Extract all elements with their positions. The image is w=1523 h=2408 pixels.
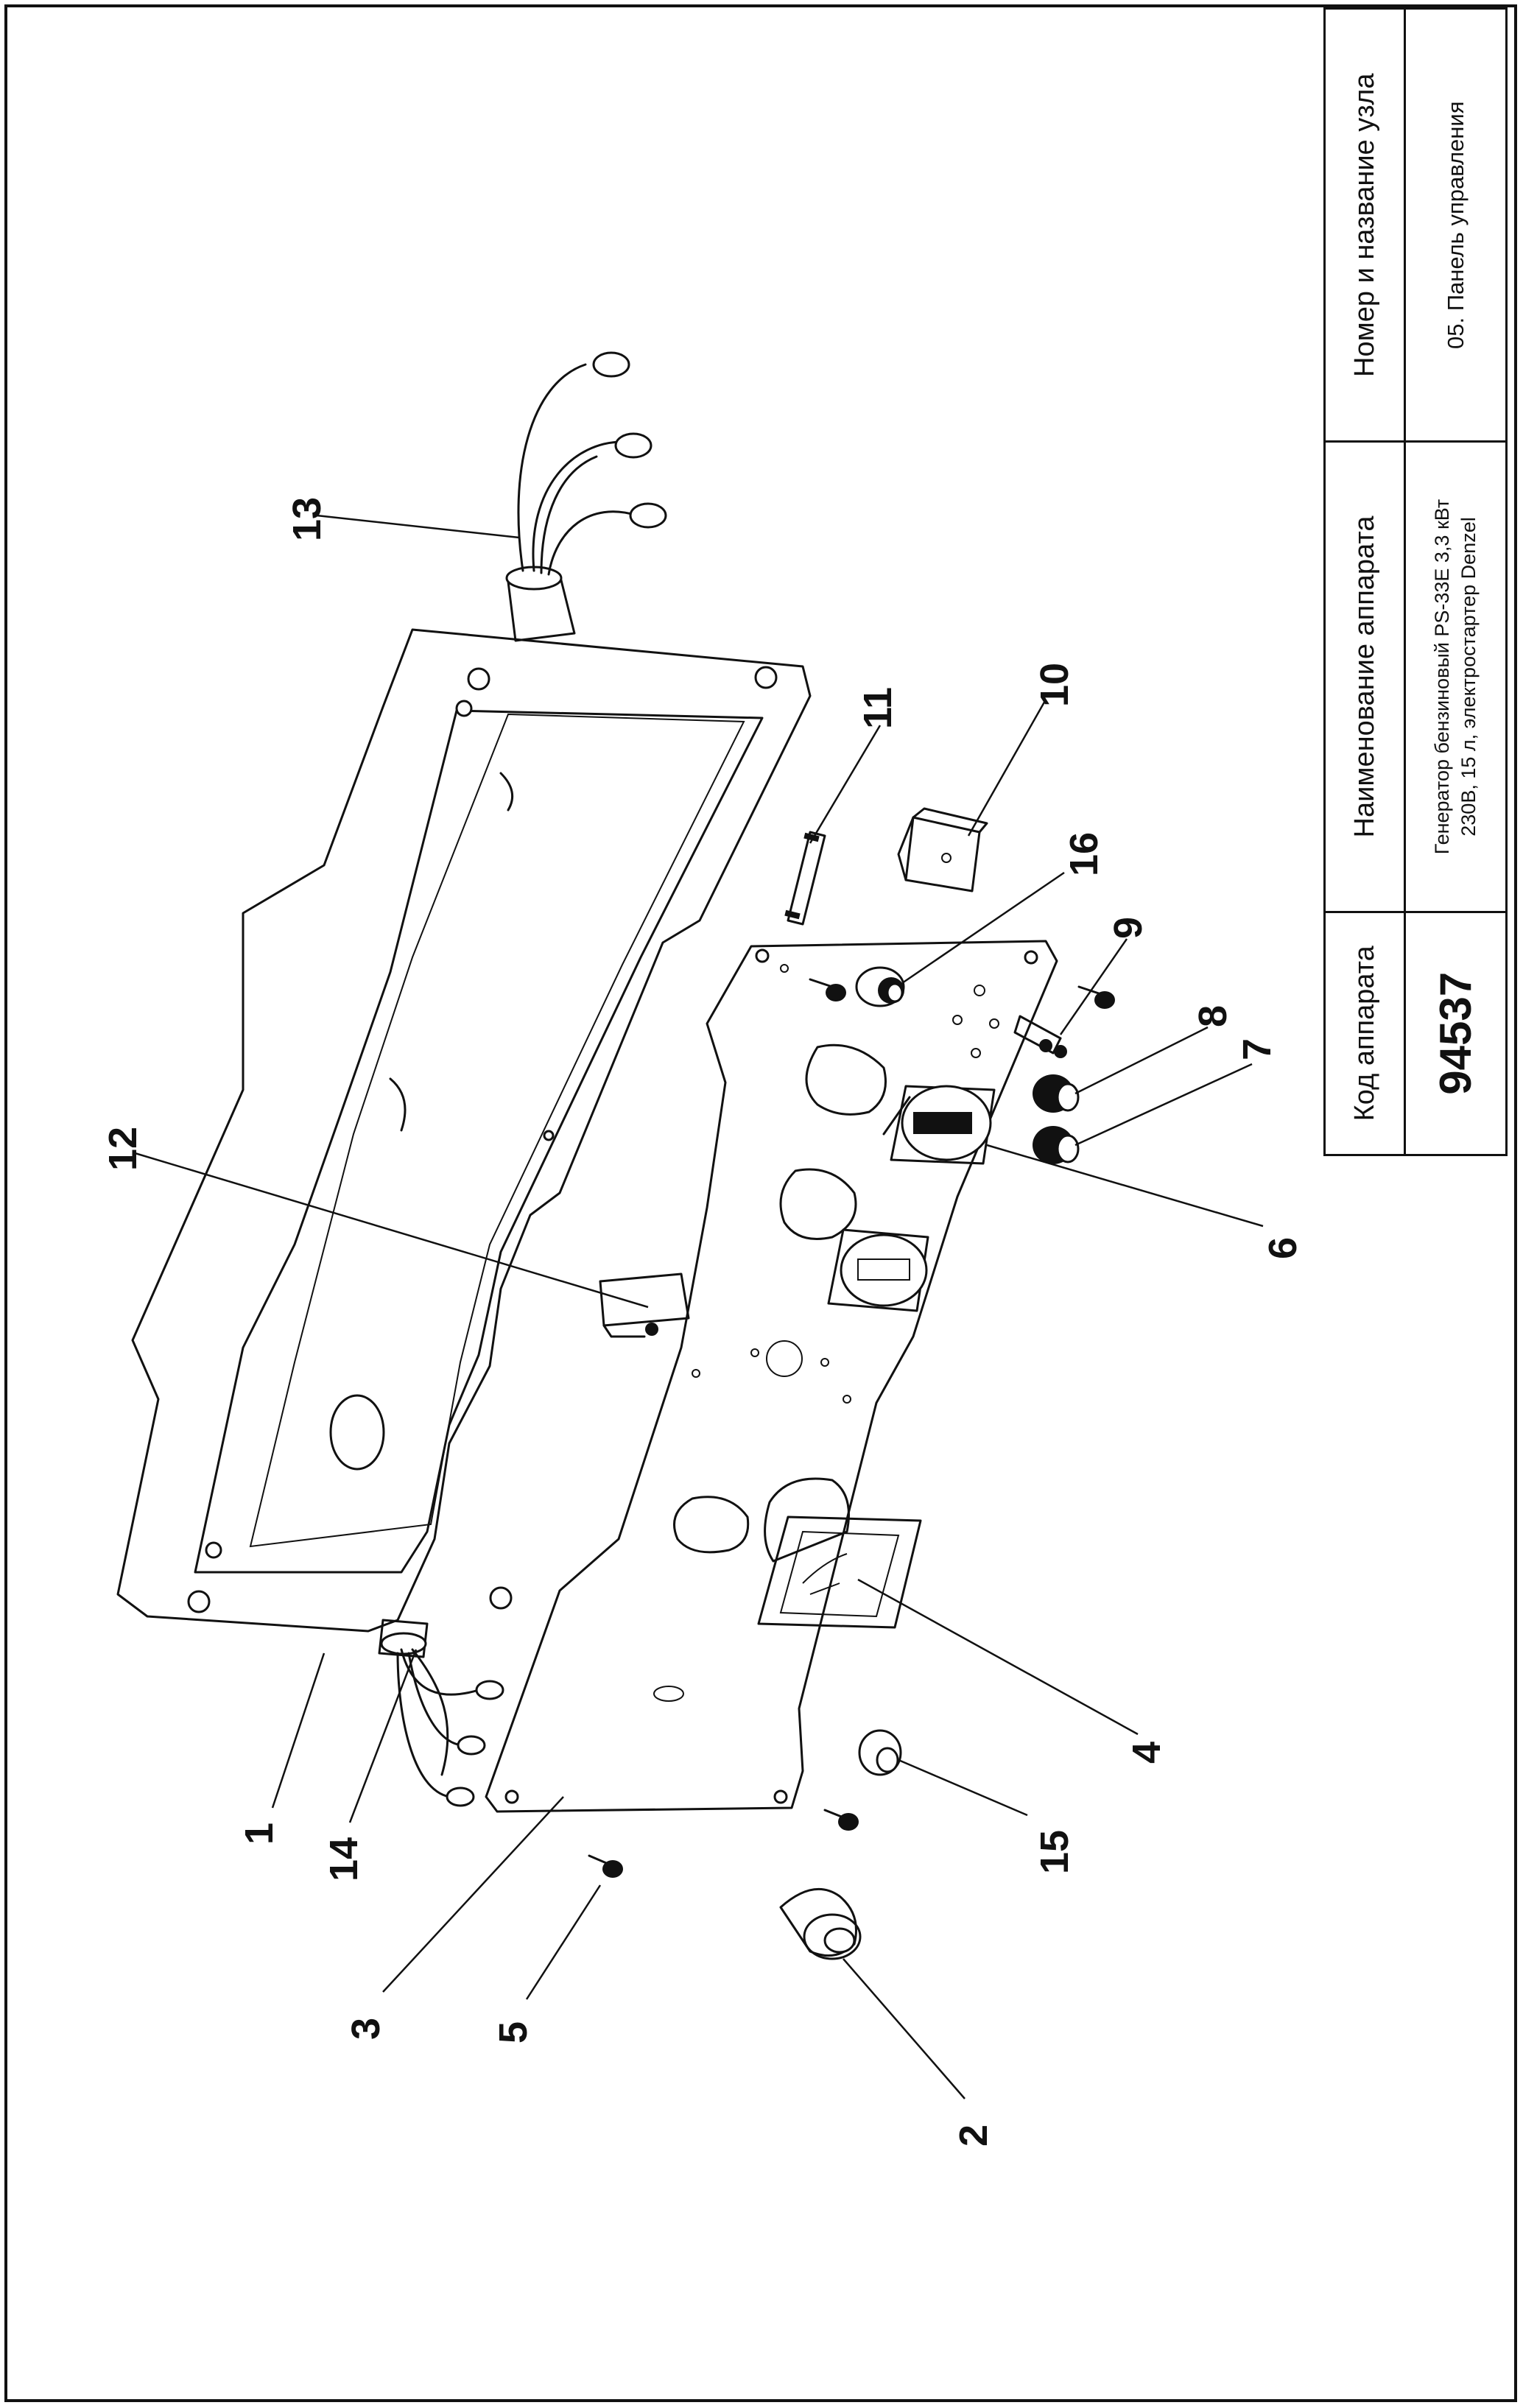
- callout-8: 8: [1191, 1005, 1235, 1027]
- unit-name: 05. Панель управления: [1442, 101, 1469, 349]
- part-13-cable-harness: [505, 351, 667, 642]
- product-name-line-2: 230В, 15 л, электростартер Denzel: [1457, 517, 1480, 837]
- callout-6: 6: [1261, 1237, 1305, 1259]
- callout-7: 7: [1235, 1038, 1279, 1060]
- callout-11: 11: [856, 687, 900, 729]
- title-block: Код аппарата 94537 Наименование аппарата…: [1323, 7, 1508, 1156]
- callout-1: 1: [237, 1823, 281, 1845]
- unit-header: Номер и название узла: [1326, 9, 1406, 441]
- part-7-knob: [1033, 1126, 1080, 1164]
- callout-numbers: 1 2 3 4 5 6 7 8 9 10 11 12 13 14 15 16: [101, 497, 1305, 2147]
- part-3-panel-plate: [485, 940, 1058, 1813]
- part-9-terminal: [1013, 1015, 1067, 1058]
- part-10-relay: [897, 807, 988, 893]
- callout-4: 4: [1125, 1742, 1169, 1764]
- leader-lines: [132, 514, 1264, 2099]
- part-4-meter: [757, 1477, 922, 1629]
- callout-13: 13: [285, 497, 329, 541]
- name-column: Наименование аппарата Генератор бензинов…: [1326, 443, 1505, 913]
- callout-16: 16: [1062, 832, 1106, 876]
- callout-5: 5: [491, 2021, 535, 2043]
- part-6-socket-upper: [882, 1085, 996, 1165]
- part-15-knob: [858, 1729, 902, 1776]
- callout-2: 2: [952, 2124, 996, 2147]
- unit-column: Номер и название узла 05. Панель управле…: [1326, 9, 1505, 443]
- panel-screws: [809, 978, 1115, 1009]
- code-column: Код аппарата 94537: [1326, 912, 1505, 1154]
- part-14-cable-harness: [378, 1619, 504, 1807]
- drawing-sheet: [4, 4, 1517, 2402]
- part-12-switch: [599, 1272, 690, 1338]
- product-code: 94537: [1431, 971, 1480, 1095]
- callout-15: 15: [1033, 1830, 1077, 1874]
- product-name: Генератор бензиновый PS-33E 3,3 кВт 230В…: [1429, 499, 1481, 854]
- part-6-socket-lower: [827, 1228, 929, 1312]
- part-16-indicator-lamp: [855, 966, 905, 1007]
- code-header: Код аппарата: [1326, 912, 1406, 1154]
- callout-14: 14: [322, 1837, 366, 1881]
- callout-10: 10: [1033, 663, 1077, 707]
- callout-3: 3: [344, 2018, 388, 2040]
- part-11-fuse: [784, 831, 826, 926]
- part-2-ignition-switch: [779, 1887, 862, 1960]
- callout-9: 9: [1106, 917, 1150, 939]
- callout-12: 12: [101, 1127, 145, 1171]
- name-header: Наименование аппарата: [1326, 443, 1406, 911]
- part-1-housing: [116, 628, 812, 1633]
- product-name-line-1: Генератор бензиновый PS-33E 3,3 кВт: [1431, 499, 1454, 855]
- part-8-knob: [1033, 1074, 1080, 1113]
- part-5-screws: [588, 1809, 859, 1878]
